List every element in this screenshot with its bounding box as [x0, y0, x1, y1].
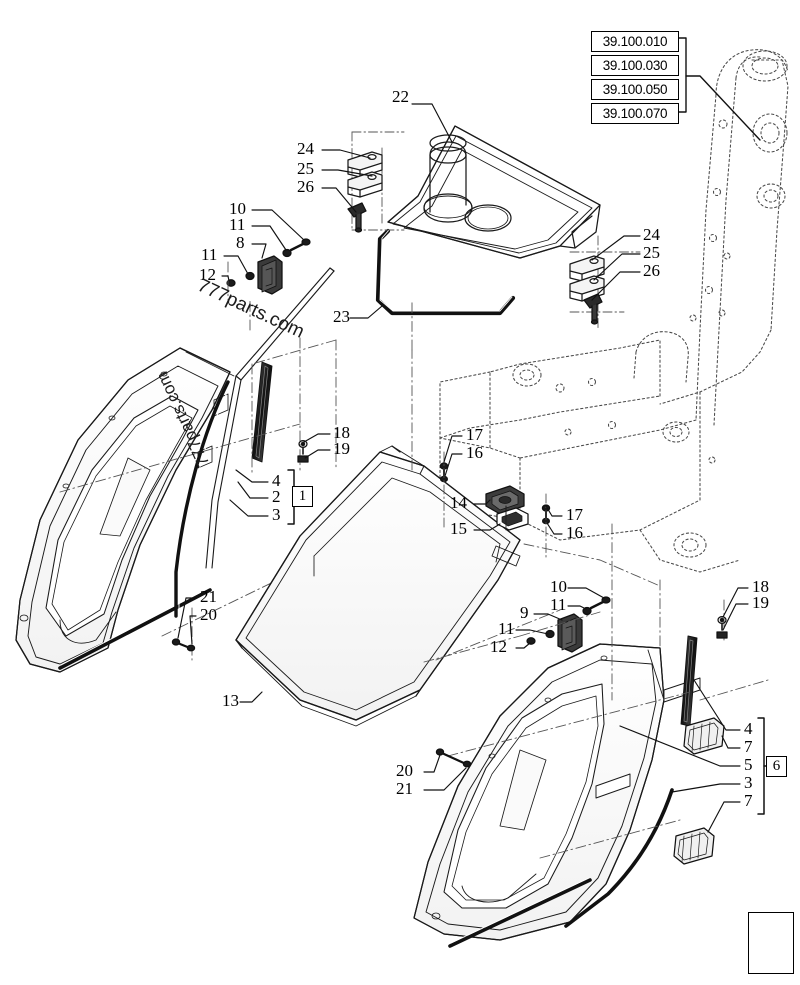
callout-21-left: 21 [200, 587, 217, 606]
fasteners-18-19-right [716, 615, 728, 639]
phantom-lines-roof [411, 299, 661, 661]
callout-8: 8 [236, 233, 245, 252]
refcode-connector [678, 37, 761, 141]
callout-25-left: 25 [297, 159, 314, 178]
callout-25-right: 25 [643, 243, 660, 262]
callout-18-right: 18 [752, 577, 769, 596]
callout-17-b: 17 [566, 505, 583, 524]
callout-7-b: 7 [744, 791, 753, 810]
fasteners-20-21-bottom [435, 748, 472, 768]
callout-11-b: 11 [201, 245, 218, 264]
callout-22: 22 [392, 87, 409, 106]
reference-code: 39.100.070 [591, 103, 679, 124]
left-door-seal-curved [174, 380, 232, 618]
callout-13: 13 [222, 691, 239, 710]
callout-19-right: 19 [752, 593, 769, 612]
callout-2-left: 2 [272, 487, 281, 506]
view-direction-icon [748, 912, 794, 974]
roof-panel-part-13 [235, 445, 521, 727]
corner-pad-lower-part-7 [673, 827, 715, 865]
phantom-lines-left [59, 261, 361, 661]
left-glazing-bar-part-2 [205, 267, 335, 569]
left-pillar-seal-part-4 [251, 361, 273, 463]
right-door-panel [413, 643, 701, 941]
callout-21-bottom: 21 [396, 779, 413, 798]
callout-11-a: 11 [229, 215, 246, 234]
fasteners-20-21-left [171, 638, 196, 652]
callout-14: 14 [450, 493, 467, 512]
hinge-hardware-left [226, 238, 311, 295]
callout-23: 23 [333, 307, 350, 326]
roof-hatch-part-22 [387, 125, 601, 259]
callout-15: 15 [450, 519, 467, 538]
callout-11-c: 11 [550, 595, 567, 614]
group-box-6: 6 [766, 756, 787, 777]
callout-16-a: 16 [466, 443, 483, 462]
callout-3-right: 3 [744, 773, 753, 792]
callout-4-left: 4 [272, 471, 281, 490]
callout-9: 9 [520, 603, 529, 622]
callout-24-right: 24 [643, 225, 660, 244]
callout-20-bottom: 20 [396, 761, 413, 780]
callout-18-left: 18 [333, 423, 350, 442]
fasteners-16-17-right [541, 493, 551, 561]
group-box-1: 1 [292, 486, 313, 507]
callout-10-left: 10 [229, 199, 246, 218]
latch-assembly [485, 485, 529, 531]
callout-7-a: 7 [744, 737, 753, 756]
hinge-hardware-right [526, 596, 611, 653]
reference-code-list: 39.100.010 39.100.030 39.100.050 39.100.… [591, 31, 679, 127]
callout-12-right: 12 [490, 637, 507, 656]
callout-24-left: 24 [297, 139, 314, 158]
callout-4-right: 4 [744, 719, 753, 738]
callout-17-a: 17 [466, 425, 483, 444]
reference-code: 39.100.030 [591, 55, 679, 76]
callout-10-right: 10 [550, 577, 567, 596]
reference-code: 39.100.050 [591, 79, 679, 100]
callout-26-left: 26 [297, 177, 314, 196]
fasteners-16-17-left [439, 451, 449, 531]
fasteners-18-19-left [297, 439, 309, 463]
bracket-group-left [347, 131, 405, 233]
callout-20-left: 20 [200, 605, 217, 624]
callout-16-b: 16 [566, 523, 583, 542]
corner-pad-upper-part-7 [683, 717, 725, 755]
callout-26-right: 26 [643, 261, 660, 280]
right-door-seal-lower [448, 877, 592, 948]
callout-12-left: 12 [199, 265, 216, 284]
callout-3-left: 3 [272, 505, 281, 524]
leader-lines [177, 103, 749, 833]
reference-code: 39.100.010 [591, 31, 679, 52]
phantom-lines-right [423, 579, 769, 859]
hatch-seal-part-23 [375, 228, 516, 316]
callout-19-left: 19 [333, 439, 350, 458]
callout-5-right: 5 [744, 755, 753, 774]
machine-frame-phantom [439, 49, 789, 573]
callout-11-d: 11 [498, 619, 515, 638]
right-door-seal-curved [564, 788, 676, 929]
hatch-seal-highlight [379, 229, 513, 312]
